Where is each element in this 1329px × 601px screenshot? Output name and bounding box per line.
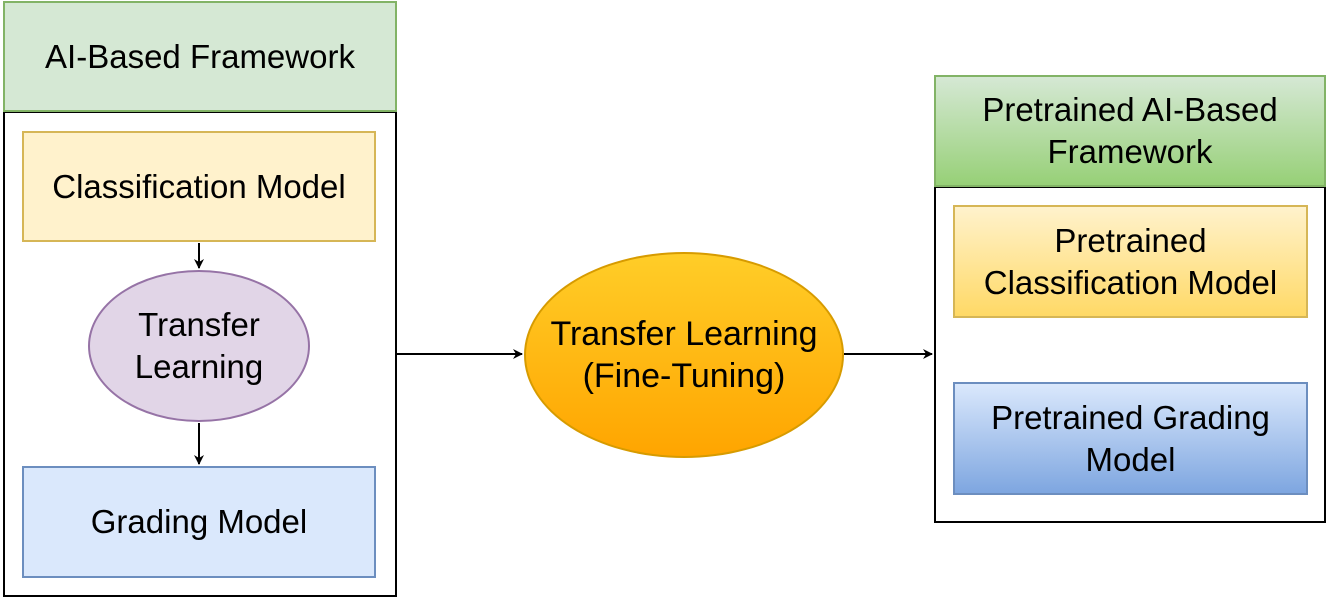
grading-model-label: Grading Model: [90, 503, 308, 540]
pretrained-grading-line-1: Pretrained Grading: [991, 398, 1270, 436]
pretrained-classification-line-1: Pretrained: [1054, 221, 1207, 259]
ai-based-framework-title: AI-Based Framework: [45, 37, 355, 75]
pretrained-grading-model-box: Pretrained Grading Model: [953, 382, 1308, 495]
classification-model-box: Classification Model: [22, 131, 376, 242]
pretrained-classification-line-2: Classification Model: [983, 263, 1278, 301]
classification-model-label: Classification Model: [52, 167, 346, 205]
transfer-learning-line-1: Transfer: [138, 306, 260, 343]
pretrained-framework-title-line-2: Framework: [1047, 133, 1213, 170]
transfer-learning-line-2: Learning: [134, 348, 264, 385]
fine-tuning-line-2: (Fine-Tuning): [582, 357, 786, 395]
grading-model-box: Grading Model: [22, 466, 376, 578]
ai-based-framework-header: AI-Based Framework: [3, 1, 397, 112]
pretrained-grading-line-2: Model: [1085, 440, 1176, 478]
fine-tuning-line-1: Transfer Learning: [550, 315, 818, 353]
fine-tuning-node: Transfer Learning (Fine-Tuning): [524, 252, 844, 458]
pretrained-classification-model-box: Pretrained Classification Model: [953, 205, 1308, 318]
pretrained-framework-header: Pretrained AI-Based Framework: [934, 75, 1326, 187]
transfer-learning-node: Transfer Learning: [88, 270, 310, 422]
pretrained-framework-title-line-1: Pretrained AI-Based: [982, 91, 1278, 128]
